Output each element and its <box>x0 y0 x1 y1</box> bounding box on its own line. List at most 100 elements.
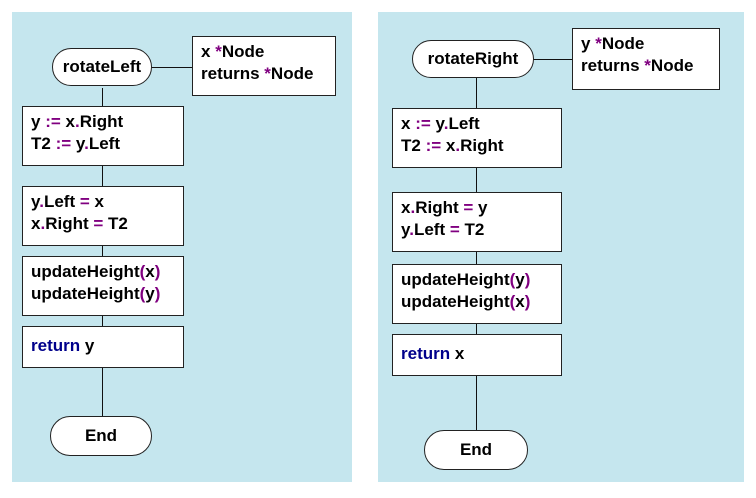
code-token: Node <box>601 34 645 53</box>
left-panel: rotateLeft x *Node returns *Node y := x.… <box>12 12 352 482</box>
code-token: T2 <box>459 220 485 239</box>
operator-token: = <box>93 214 104 233</box>
end-terminal: End <box>424 430 528 470</box>
code-token: y <box>31 192 40 211</box>
start-label: rotateLeft <box>62 57 142 76</box>
code-token: x <box>145 262 155 281</box>
operator-token: = <box>463 198 474 217</box>
start-terminal: rotateRight <box>412 40 534 78</box>
code-token: y <box>80 336 95 355</box>
code-line: y := x.Right <box>31 111 175 133</box>
code-token: x <box>401 198 411 217</box>
keyword-token: return <box>31 336 81 355</box>
code-token: updateHeight <box>31 284 140 303</box>
code-token: Node <box>650 56 694 75</box>
step-box-1: y := x.Right T2 := y.Left <box>22 106 184 166</box>
step-box-4: return x <box>392 334 562 376</box>
operator-token: * <box>215 42 222 61</box>
operator-token: = <box>449 220 460 239</box>
code-line: updateHeight(y) <box>401 269 553 291</box>
code-line: updateHeight(x) <box>401 291 553 313</box>
code-token: returns <box>201 64 265 83</box>
code-line: x.Right = y <box>401 197 553 219</box>
start-label: rotateRight <box>427 49 519 68</box>
operator-token: . <box>410 198 416 217</box>
operator-token: := <box>415 114 431 133</box>
sig-connector <box>150 67 192 68</box>
operator-token: := <box>55 134 72 153</box>
operator-token: ) <box>154 262 161 281</box>
operator-token: ( <box>139 262 146 281</box>
code-token: Right <box>415 198 464 217</box>
code-token: x <box>441 136 456 155</box>
code-token: Right <box>460 136 504 155</box>
sig-connector <box>532 59 572 60</box>
operator-token: ) <box>524 270 531 289</box>
operator-token: ( <box>509 292 516 311</box>
code-token: Right <box>79 112 124 131</box>
code-line: x := y.Left <box>401 113 553 135</box>
operator-token: . <box>74 112 80 131</box>
code-token: Left <box>43 192 80 211</box>
step-box-2: y.Left = x x.Right = T2 <box>22 186 184 246</box>
code-token: x <box>201 42 216 61</box>
code-token: T2 <box>103 214 128 233</box>
keyword-token: return <box>401 344 451 363</box>
sig-line: y *Node <box>581 33 711 55</box>
sig-line: returns *Node <box>201 63 327 85</box>
operator-token: ( <box>139 284 146 303</box>
code-token: y <box>71 134 85 153</box>
operator-token: := <box>45 112 61 131</box>
end-terminal: End <box>50 416 152 456</box>
operator-token: ( <box>509 270 516 289</box>
code-token: Node <box>270 64 314 83</box>
code-token: y <box>473 198 488 217</box>
code-line: return x <box>401 343 553 365</box>
code-token: updateHeight <box>401 270 510 289</box>
operator-token: . <box>443 114 449 133</box>
right-panel: rotateRight y *Node returns *Node x := y… <box>378 12 744 482</box>
code-token: y <box>145 284 155 303</box>
code-token: x <box>31 214 41 233</box>
code-token: x <box>450 344 465 363</box>
operator-token: * <box>644 56 651 75</box>
code-token: x <box>60 112 75 131</box>
operator-token: . <box>39 192 44 211</box>
code-token: y <box>515 270 525 289</box>
step-box-4: return y <box>22 326 184 368</box>
step-box-3: updateHeight(y) updateHeight(x) <box>392 264 562 324</box>
end-label: End <box>84 426 118 445</box>
code-line: updateHeight(x) <box>31 261 175 283</box>
operator-token: . <box>455 136 461 155</box>
code-line: T2 := y.Left <box>31 133 175 155</box>
code-token: Node <box>221 42 265 61</box>
code-token: Left <box>413 220 450 239</box>
step-box-1: x := y.Left T2 := x.Right <box>392 108 562 168</box>
code-token: y <box>430 114 444 133</box>
operator-token: := <box>425 136 442 155</box>
code-token: x <box>89 192 104 211</box>
code-token: updateHeight <box>401 292 510 311</box>
signature-box: y *Node returns *Node <box>572 28 720 90</box>
end-label: End <box>459 440 493 459</box>
operator-token: . <box>40 214 46 233</box>
operator-token: . <box>84 134 89 153</box>
operator-token: . <box>409 220 414 239</box>
code-token: returns <box>581 56 645 75</box>
code-token: Right <box>45 214 94 233</box>
operator-token: = <box>79 192 90 211</box>
start-terminal: rotateLeft <box>52 48 152 86</box>
code-token: updateHeight <box>31 262 140 281</box>
code-token: x <box>515 292 525 311</box>
sig-line: x *Node <box>201 41 327 63</box>
code-token: T2 <box>401 136 426 155</box>
code-token: y <box>401 220 410 239</box>
signature-box: x *Node returns *Node <box>192 36 336 96</box>
code-token: x <box>401 114 416 133</box>
step-box-3: updateHeight(x) updateHeight(y) <box>22 256 184 316</box>
operator-token: ) <box>154 284 161 303</box>
operator-token: * <box>264 64 271 83</box>
code-token: Left <box>448 114 480 133</box>
code-line: y.Left = x <box>31 191 175 213</box>
code-token: Left <box>88 134 120 153</box>
